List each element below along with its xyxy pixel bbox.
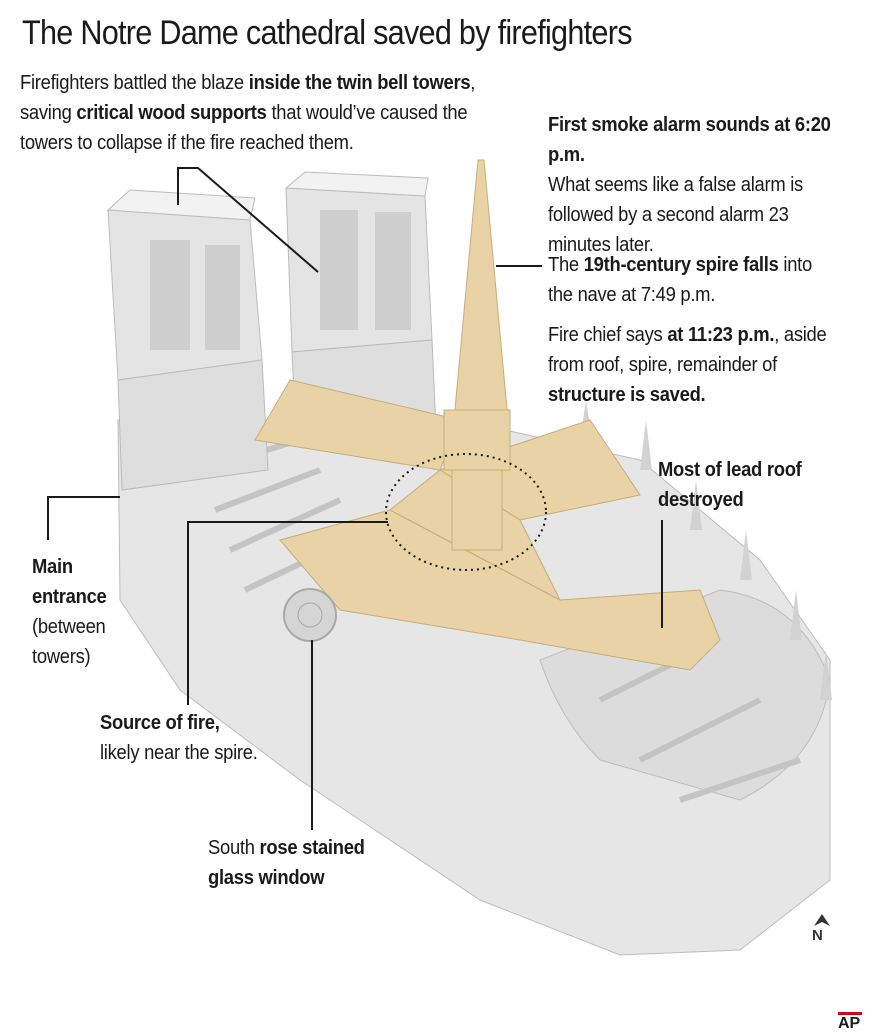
towers-bold-text: inside the twin bell towers bbox=[248, 72, 471, 94]
annotation-spire-falls: The 19th-century spire falls into the na… bbox=[548, 250, 842, 310]
towers-text: , bbox=[470, 72, 476, 94]
annotation-bell-towers: Firefighters battled the blaze inside th… bbox=[20, 68, 535, 158]
roof-text: Most of lead roof bbox=[658, 459, 802, 481]
rose-text: South bbox=[208, 837, 260, 859]
entrance-text: (between bbox=[32, 616, 106, 638]
alarm-text: followed by a second alarm 23 bbox=[548, 204, 789, 226]
alarm-text: What seems like a false alarm is bbox=[548, 174, 803, 196]
chief-text: , aside bbox=[774, 324, 827, 346]
annotation-fire-chief: Fire chief says at 11:23 p.m., aside fro… bbox=[548, 320, 842, 410]
rose-bold-text: glass window bbox=[208, 867, 325, 889]
annotation-lead-roof: Most of lead roof destroyed bbox=[658, 455, 842, 515]
chief-text: from roof, spire, remainder of bbox=[548, 354, 777, 376]
annotation-main-entrance: Main entrance (between towers) bbox=[32, 552, 152, 672]
towers-text: Firefighters battled the blaze bbox=[20, 72, 249, 94]
spire-text: the nave at 7:49 p.m. bbox=[548, 284, 716, 306]
chief-bold-text: structure is saved. bbox=[548, 384, 706, 406]
source-bold-text: Source of fire, bbox=[100, 712, 220, 734]
spire bbox=[443, 159, 511, 551]
entrance-bold-text: entrance bbox=[32, 586, 107, 608]
towers-text: saving bbox=[20, 102, 77, 124]
rose-window bbox=[283, 588, 337, 642]
chief-bold-text: at 11:23 p.m. bbox=[667, 324, 775, 346]
north-arrow-icon bbox=[814, 914, 830, 926]
entrance-text: towers) bbox=[32, 646, 91, 668]
left-bell-tower bbox=[106, 189, 269, 491]
entrance-bold-text: Main bbox=[32, 556, 73, 578]
spire-bold-text: 19th-century spire falls bbox=[583, 254, 779, 276]
rose-bold-text: rose stained bbox=[259, 837, 365, 859]
alarm-heading: First smoke alarm sounds at 6:20 p.m. bbox=[548, 114, 831, 166]
crossing-highlight-ring bbox=[385, 453, 547, 571]
roof-text: destroyed bbox=[658, 489, 744, 511]
alarm-text: minutes later. bbox=[548, 234, 654, 256]
north-label: N bbox=[812, 927, 823, 944]
page-title: The Notre Dame cathedral saved by firefi… bbox=[22, 14, 633, 52]
annotation-smoke-alarm: First smoke alarm sounds at 6:20 p.m. Wh… bbox=[548, 110, 852, 260]
annotation-rose-window: South rose stained glass window bbox=[208, 833, 392, 893]
chief-text: Fire chief says bbox=[548, 324, 668, 346]
towers-bold-text: critical wood supports bbox=[76, 102, 267, 124]
source-text: likely near the spire. bbox=[100, 742, 258, 764]
ap-credit-logo: AP bbox=[838, 1015, 861, 1032]
annotation-source-of-fire: Source of fire, likely near the spire. bbox=[100, 708, 302, 768]
spire-text: into bbox=[778, 254, 812, 276]
towers-text: that would’ve caused the bbox=[266, 102, 468, 124]
towers-text: towers to collapse if the fire reached t… bbox=[20, 132, 354, 154]
callout-lines bbox=[47, 167, 663, 830]
ap-credit-underline bbox=[838, 1012, 862, 1015]
spire-text: The bbox=[548, 254, 584, 276]
